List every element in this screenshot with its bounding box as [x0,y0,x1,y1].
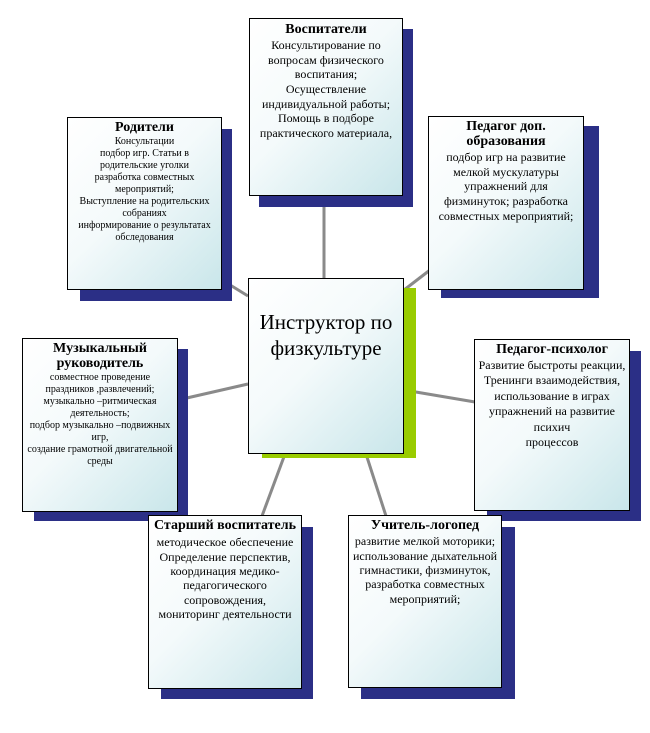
node-body: Консультирование по вопросам физического… [259,38,393,140]
connector-starshiy [260,453,287,517]
node-title: Старший воспитатель [153,518,297,533]
node-body: методическое обеспечение Определение пер… [156,535,294,622]
center-title: Инструктор по физкультуре [259,310,393,361]
node-body: совместное проведение праздников ,развле… [27,372,173,468]
node-title: Воспитатели [285,22,367,37]
node-body: Развитие быстроты реакции, Тренинги взаи… [478,358,626,449]
node-title: Родители [115,120,174,135]
connector-muz-ruk [177,382,249,402]
node-body: подбор игр на развитие мелкой мускулатур… [438,150,574,223]
node-box: Родители Консультации подбор игр. Статьи… [67,117,222,290]
node-box: Педагог-психолог Развитие быстроты реакц… [474,339,630,511]
node-body: развитие мелкой моторики; использование … [352,534,498,606]
connector-pedagog-dop [403,268,431,292]
node-body: Консультации подбор игр. Статьи в родите… [78,136,211,244]
node-title: Педагог-психолог [496,342,608,357]
node-box: Учитель-логопед развитие мелкой моторики… [348,515,502,688]
node-box: Педагог доп. образования подбор игр на р… [428,116,584,290]
node-box: Музыкальный руководитель совместное пров… [22,338,178,512]
node-box: Воспитатели Консультирование по вопросам… [249,18,403,196]
node-title: Педагог доп. образования [466,119,546,150]
center-box: Инструктор по физкультуре [248,278,404,454]
node-box: Старший воспитатель методическое обеспеч… [148,515,302,689]
connector-logoped [364,453,388,517]
node-title: Учитель-логопед [370,518,480,533]
node-title: Музыкальный руководитель [53,341,147,372]
